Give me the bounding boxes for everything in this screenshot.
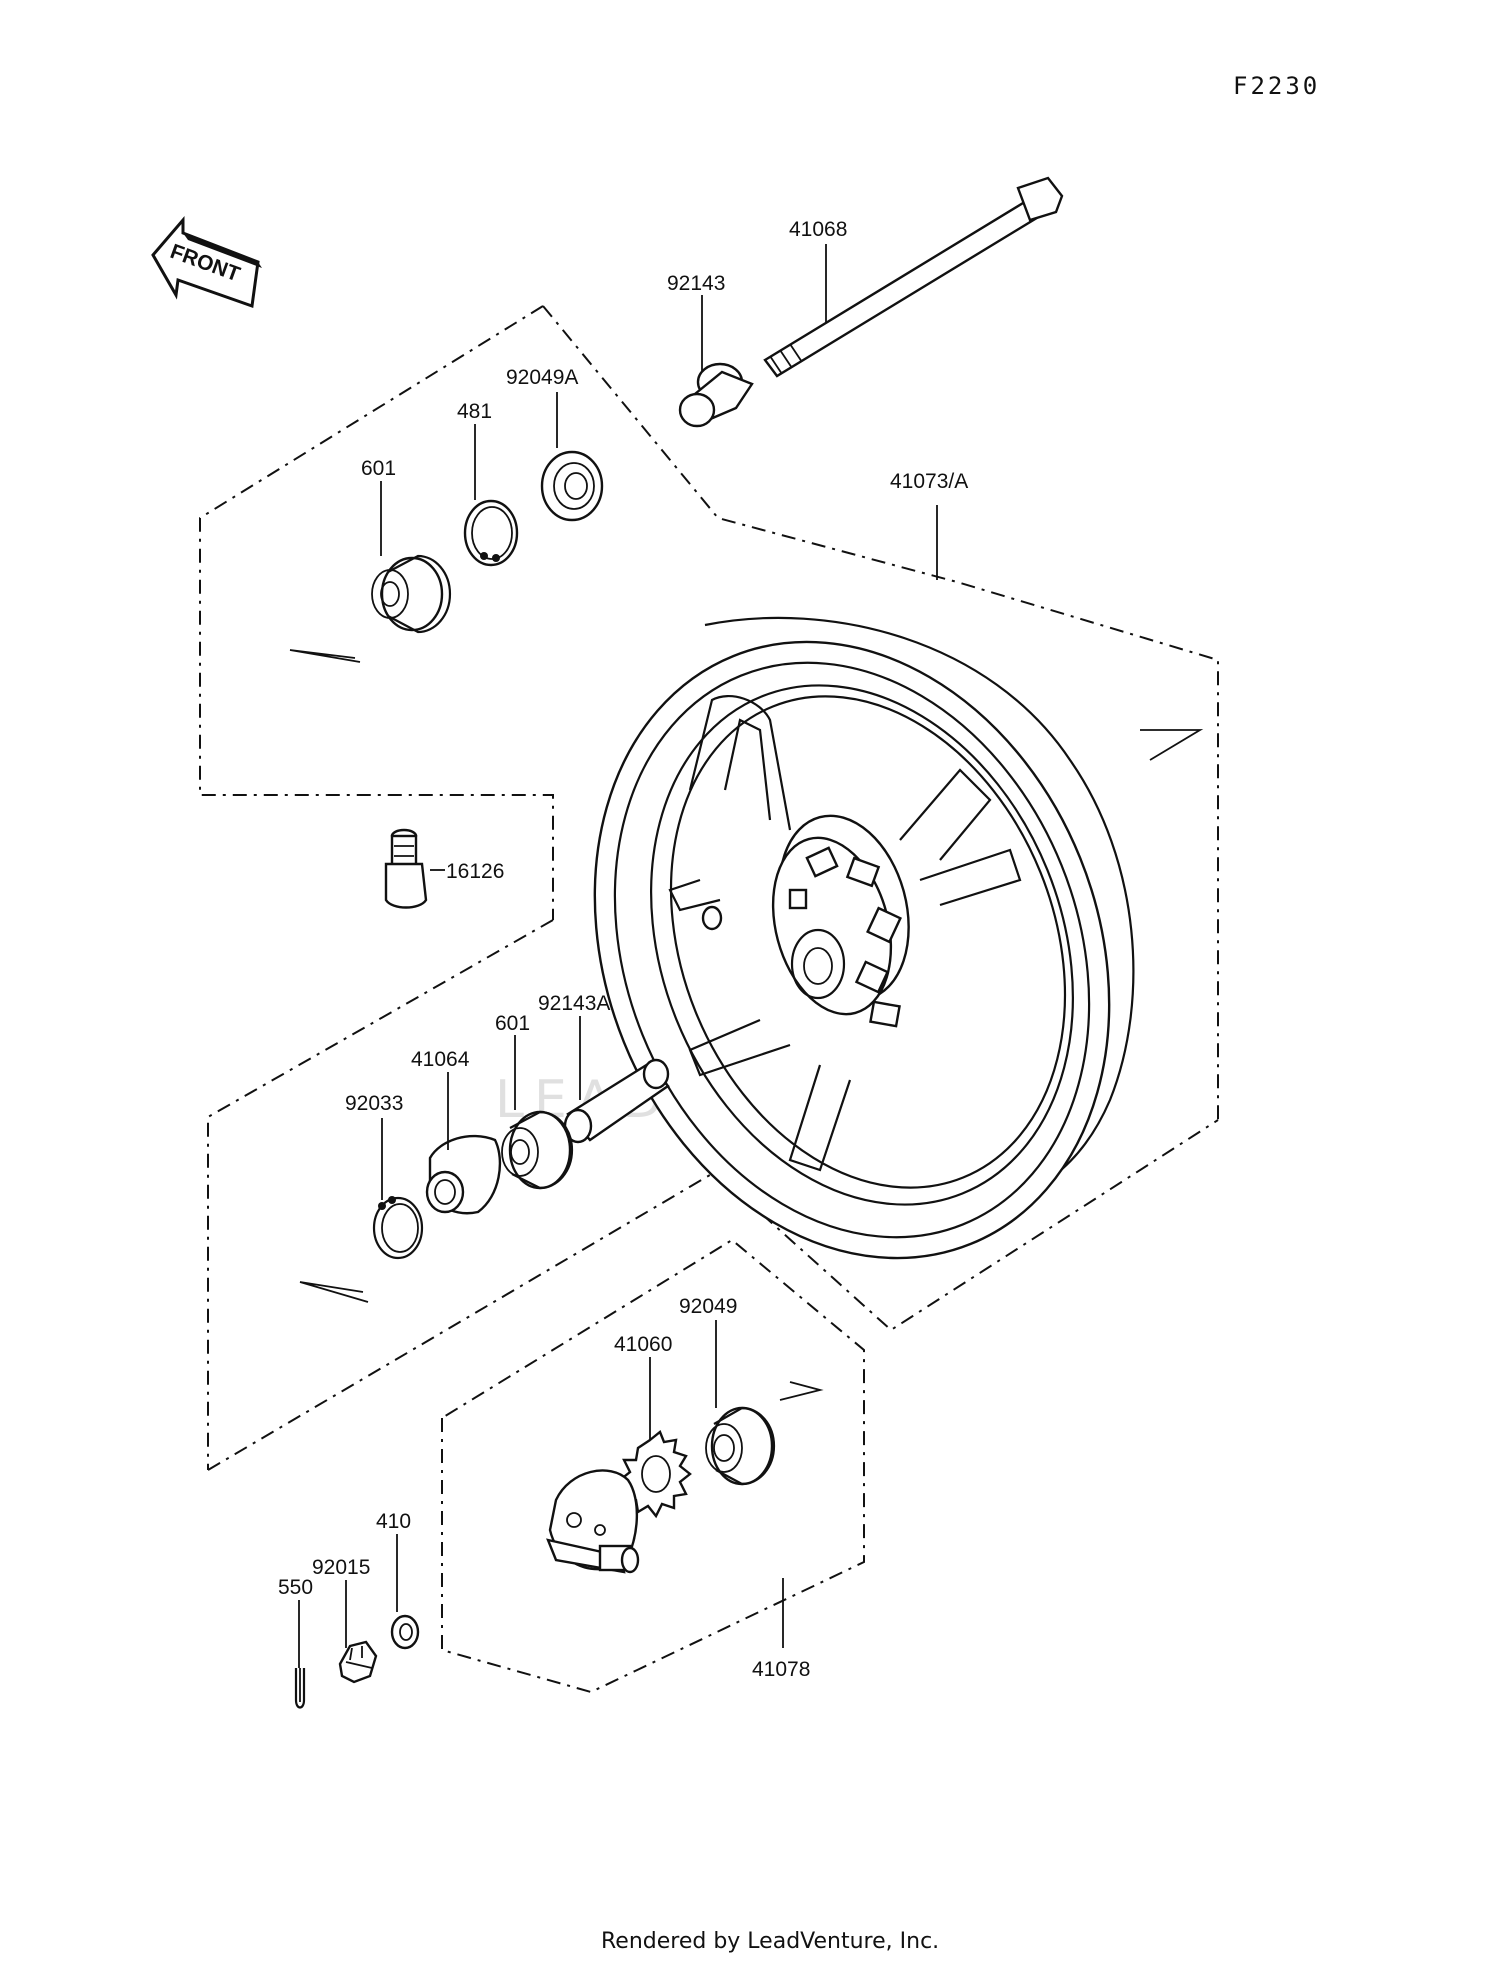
washer-410: [390, 1614, 420, 1650]
oil-seal-92049: [705, 1406, 776, 1486]
label-601-top: 601: [361, 457, 396, 480]
label-92015: 92015: [312, 1556, 370, 1579]
group-outlines: [199, 305, 1219, 1694]
label-92143: 92143: [667, 272, 725, 295]
label-410: 410: [376, 1510, 411, 1533]
label-601-mid: 601: [495, 1012, 530, 1035]
valve-16126: [384, 828, 428, 909]
spacer-92143A: [563, 1058, 670, 1144]
label-550: 550: [278, 1576, 313, 1599]
oil-seal-92049A: [540, 450, 604, 522]
label-92049: 92049: [679, 1295, 737, 1318]
axle-41068: [763, 176, 1064, 378]
label-41068: 41068: [789, 218, 847, 241]
castle-nut-92015: [338, 1640, 378, 1684]
bearing-601-mid: [501, 1110, 574, 1190]
label-92033: 92033: [345, 1092, 403, 1115]
bearing-601-top: [371, 554, 452, 634]
label-92143A: 92143A: [538, 992, 610, 1015]
label-41060: 41060: [614, 1333, 672, 1356]
hub-collar-41064: [425, 1134, 502, 1215]
label-41073A: 41073/A: [890, 470, 968, 493]
label-481: 481: [457, 400, 492, 423]
wheel-41073A: [593, 616, 1135, 1260]
gear-housing-41078: [546, 1469, 640, 1574]
collar-92143: [678, 362, 754, 428]
label-41078: 41078: [752, 1658, 810, 1681]
label-16126: 16126: [446, 860, 504, 883]
diagram-code: F2230: [1233, 72, 1320, 100]
label-92049A: 92049A: [506, 366, 578, 389]
cotter-pin-550: [294, 1668, 306, 1709]
circlip-481: [463, 499, 519, 567]
gear-41060: [618, 1430, 692, 1519]
circlip-92033: [372, 1196, 424, 1260]
label-41064: 41064: [411, 1048, 470, 1071]
front-direction-arrow: FRONT: [151, 215, 262, 309]
footer-credit: Rendered by LeadVenture, Inc.: [601, 1929, 939, 1954]
